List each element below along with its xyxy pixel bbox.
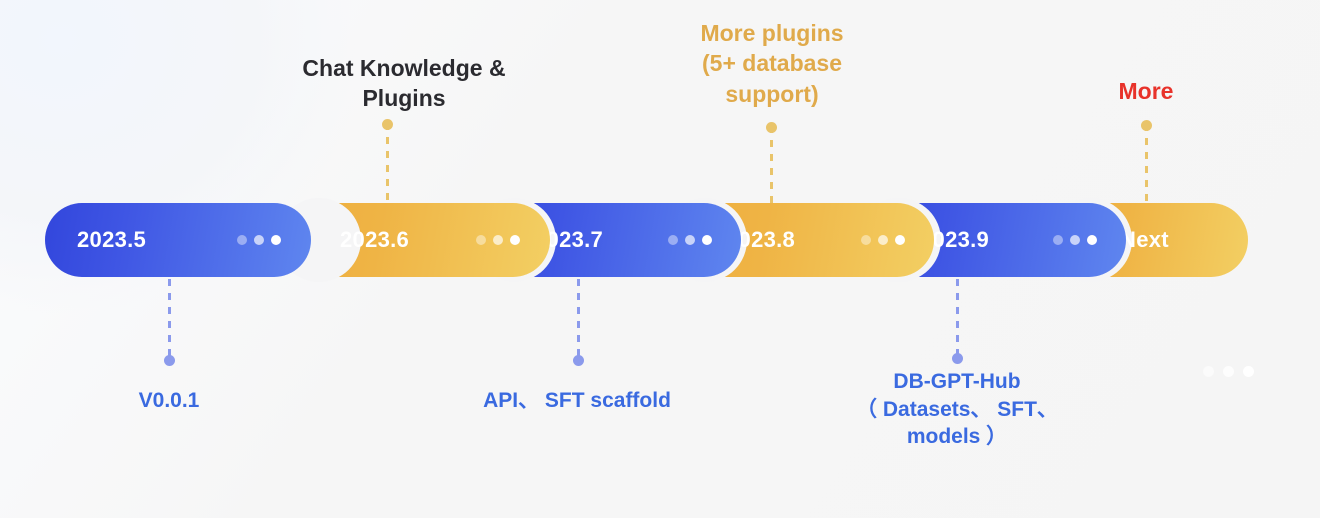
connector-knob-icon: [164, 355, 175, 366]
connector-top-next: [1141, 120, 1152, 203]
timeline-segment-label: 2023.6: [340, 227, 410, 252]
connector-top-2023-8: [766, 122, 777, 203]
connector-dashed-line: [956, 279, 959, 360]
connector-bottom-2023-9: [952, 279, 963, 364]
callout-label-api-sft-scaffold: API、 SFT scaffold: [483, 389, 671, 412]
connector-dashed-line: [386, 123, 389, 203]
timeline-segment-dots-icon: [1053, 235, 1097, 245]
connector-bottom-2023-5: [164, 279, 175, 366]
timeline-segment-label: Next: [1120, 227, 1169, 252]
timeline-segment-dots-icon: [476, 235, 520, 245]
timeline-segment-2023-5[interactable]: 2023.5: [45, 203, 311, 277]
callout-label-chat-knowledge-plugins: Chat Knowledge & Plugins: [302, 55, 506, 112]
decorative-dots-icon: [1203, 366, 1254, 377]
connector-bottom-2023-7: [573, 279, 584, 366]
timeline-segment-dots-icon: [237, 235, 281, 245]
connector-knob-icon: [573, 355, 584, 366]
timeline-bar: 2023.5 2023.6 2023.7 2023.8 2023.9: [45, 198, 1248, 282]
callout-label-v0-0-1: V0.0.1: [138, 389, 200, 412]
connector-dashed-line: [1145, 124, 1148, 203]
connector-top-2023-6: [382, 119, 393, 203]
timeline-segment-dots-icon: [668, 235, 712, 245]
timeline-segment-2023-6[interactable]: 2023.6: [277, 198, 550, 282]
connector-knob-icon: [952, 353, 963, 364]
connector-dashed-line: [770, 126, 773, 203]
connector-dashed-line: [168, 279, 171, 362]
callout-label-db-gpt-hub: DB-GPT-Hub （ Datasets、 SFT、 models ）: [856, 370, 1058, 449]
timeline-segment-label: 2023.5: [77, 227, 147, 252]
callout-label-more-plugins: More plugins (5+ database support): [700, 20, 844, 107]
connector-dashed-line: [577, 279, 580, 362]
callout-label-more: More: [1118, 78, 1174, 104]
timeline-segment-dots-icon: [861, 235, 905, 245]
